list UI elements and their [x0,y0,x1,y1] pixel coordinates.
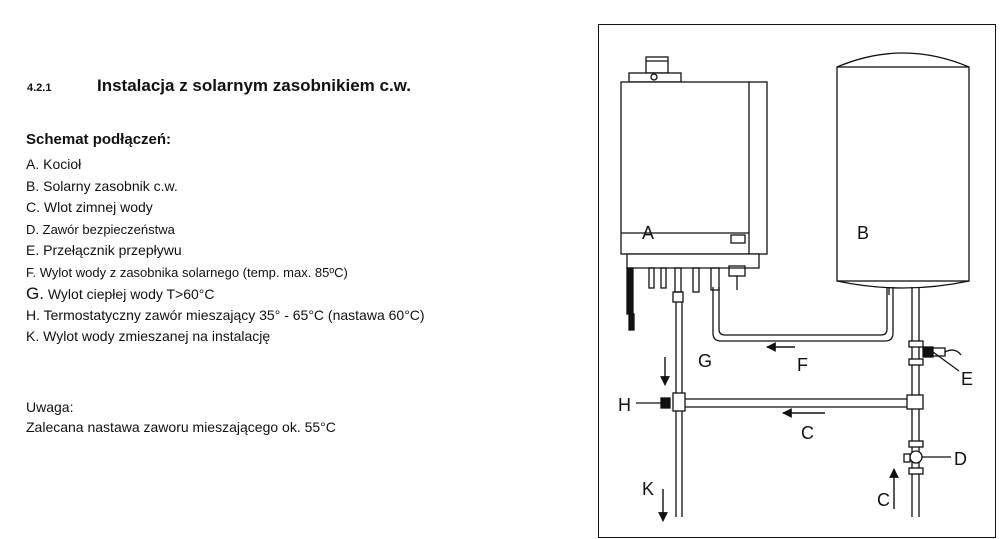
label-d: D [954,449,967,469]
boiler-flue [645,56,669,74]
installation-diagram-drawing: A B G F E H C D K C [618,52,973,522]
legend-item-h: H. Termostatyczny zawór mieszający 35° -… [26,306,425,323]
label-g: G [698,351,712,371]
section-title: Instalacja z solarnym zasobnikiem c.w. [97,76,411,95]
legend-item-b: B. Solarny zasobnik c.w. [26,177,178,194]
legend-item-a: A. Kocioł [26,156,82,172]
legend-item-k: K. Wylot wody zmieszanej na instalację [26,328,271,344]
label-k: K [642,479,654,499]
label-f: F [797,355,808,375]
installation-diagram: A B G F E H C D K C [598,24,996,538]
boiler [620,56,768,331]
tank [836,52,970,295]
legend-item-f: F. Wylot wody z zasobnika solarnego (tem… [26,264,348,280]
note-title: Uwaga: [26,399,74,415]
label-b: B [857,223,869,243]
label-c-vertical: C [877,490,890,510]
legend-item-g: G. Wylot ciepłej wody T>60°C [26,284,215,303]
mixing-valve [636,397,671,409]
label-h: H [618,395,631,415]
section-heading: 4.2.1 Instalacja z solarnym zasobnikiem c… [27,76,411,96]
legend-item-c: C. Wlot zimnej wody [26,199,153,215]
legend-item-d: D. Zawór bezpieczeństwa [26,221,175,237]
label-a: A [642,223,654,243]
legend-item-e: E. Przełącznik przepływu [26,242,182,258]
safety-valve [903,450,951,464]
label-e: E [961,369,973,389]
section-number: 4.2.1 [27,82,52,94]
connection-legend: A. Kocioł B. Solarny zasobnik c.w. C. Wl… [26,154,425,348]
note-text: Zalecana nastawa zaworu mieszającego ok.… [26,419,336,435]
boiler-body [620,81,768,255]
label-c-horizontal: C [801,423,814,443]
tank-body [836,66,970,282]
connection-scheme-title: Schemat podłączeń: [26,131,172,148]
flow-arrows [658,342,899,522]
flow-switch [922,346,962,358]
pipes [672,287,924,517]
